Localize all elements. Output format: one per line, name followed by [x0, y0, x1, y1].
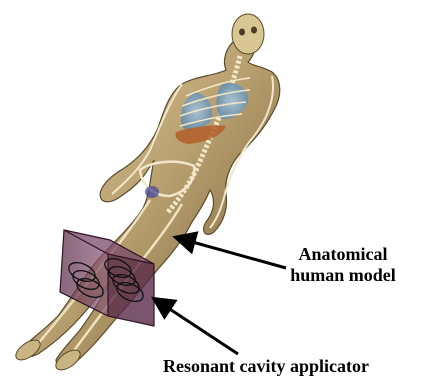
eye-socket-left — [239, 29, 245, 36]
label-anatomical-human-model: Anatomical human model — [268, 244, 418, 285]
skull — [232, 14, 264, 54]
label-resonant-cavity-applicator: Resonant cavity applicator — [116, 356, 416, 377]
bladder — [145, 186, 159, 198]
applicator-side-face — [108, 254, 154, 326]
label-anatomical-line1: Anatomical — [268, 244, 418, 265]
eye-socket-right — [251, 27, 257, 34]
arrow-applicator — [156, 300, 238, 354]
label-anatomical-line2: human model — [268, 265, 418, 286]
